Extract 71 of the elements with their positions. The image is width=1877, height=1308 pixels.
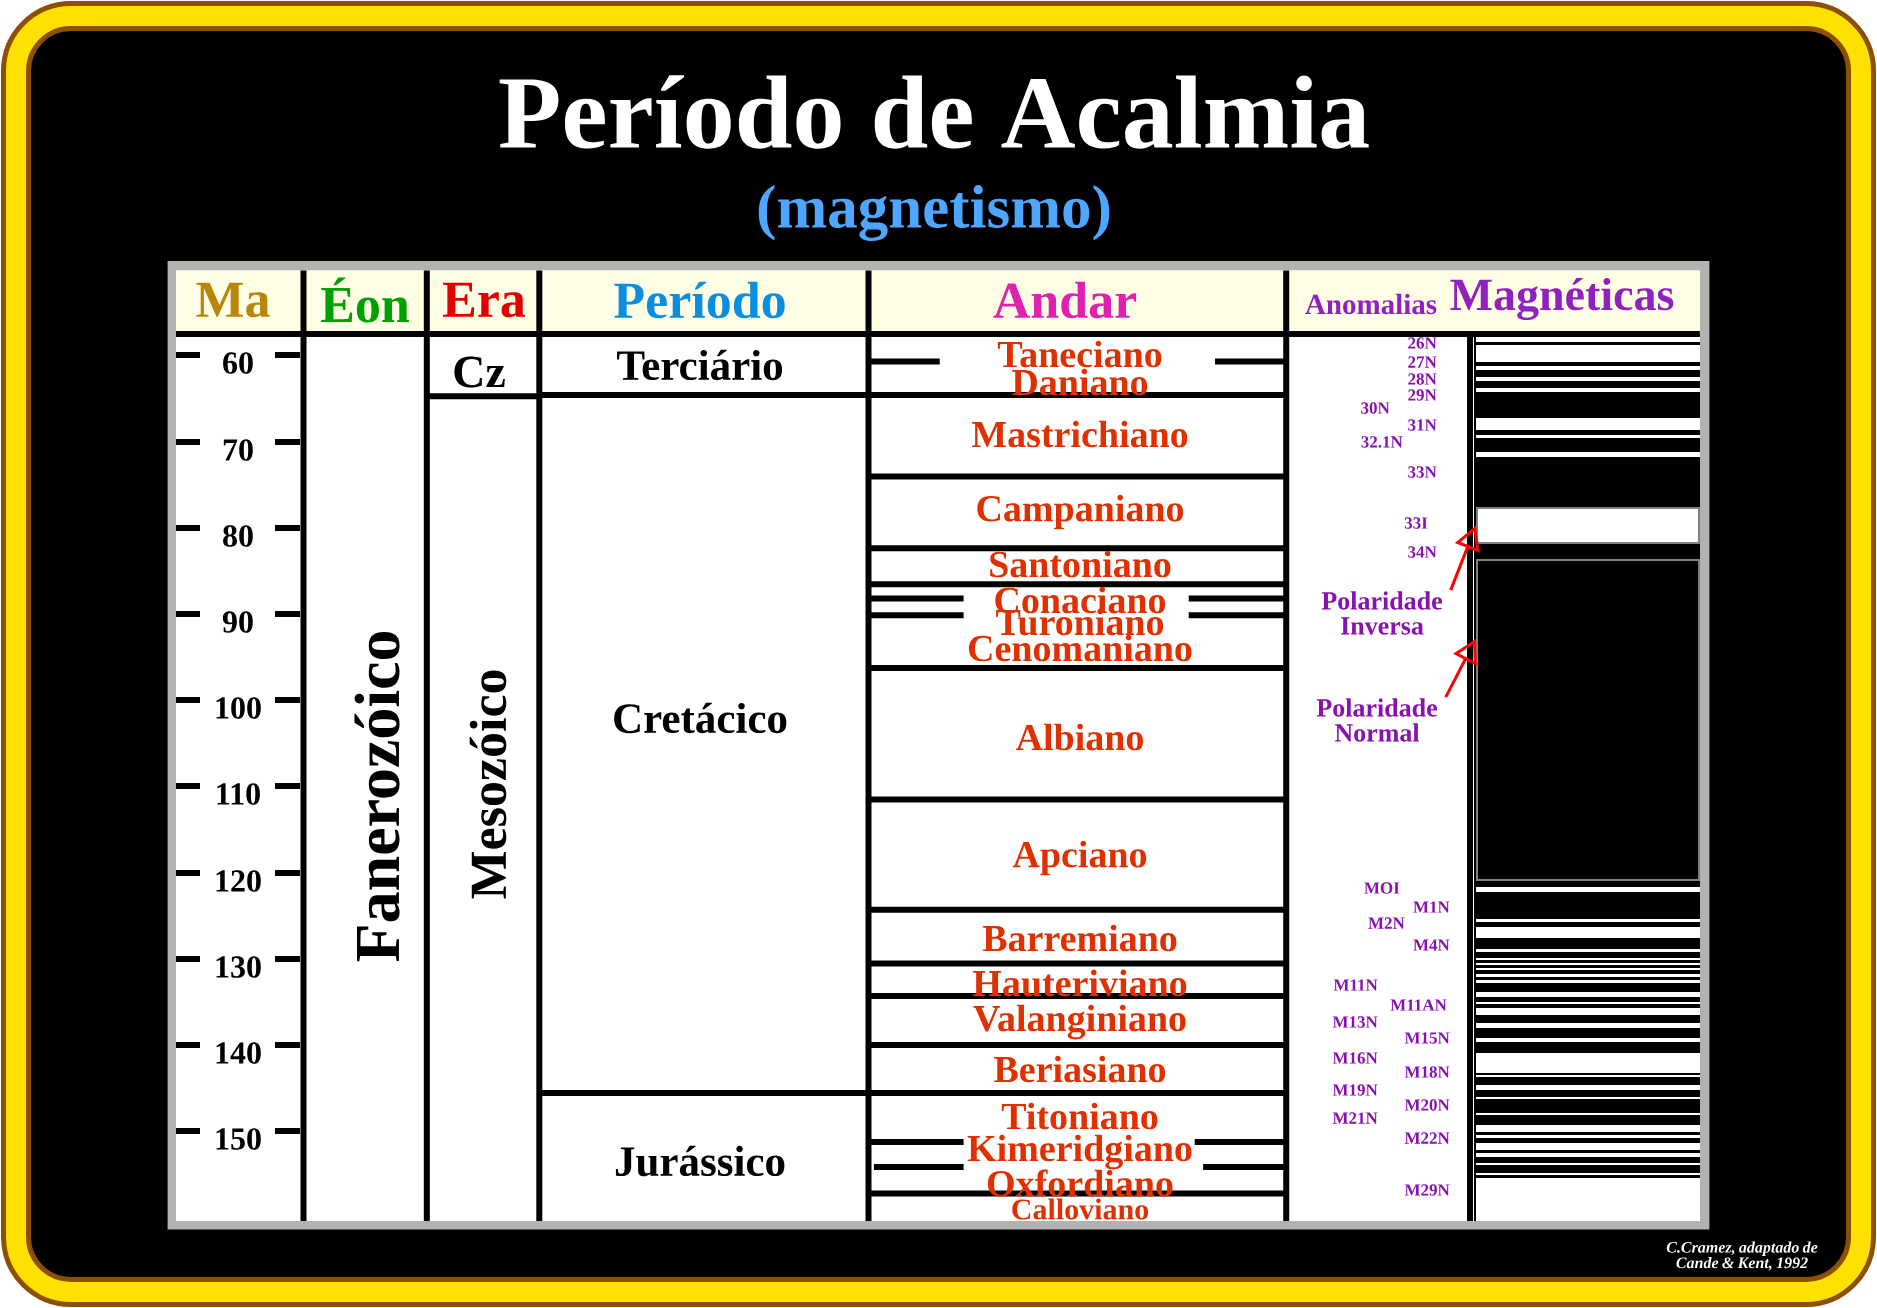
anomaly-label: M16N	[1332, 1052, 1378, 1064]
anomaly-label: M21N	[1332, 1112, 1378, 1124]
age-number: 110	[217, 783, 260, 805]
anomaly-label: 30N	[1361, 402, 1390, 414]
anomaly-label: 27N	[1408, 356, 1437, 368]
stage-label: Albiano	[1015, 723, 1143, 751]
anomaly-label: M19N	[1332, 1084, 1378, 1096]
anomaly-label: 28N	[1408, 373, 1437, 385]
anomaly-label: M15N	[1404, 1032, 1450, 1044]
era-label: Mesozóico	[469, 670, 507, 899]
anomaly-label: MOI	[1364, 882, 1400, 894]
polarity-band	[1476, 559, 1700, 881]
age-number: 150	[216, 1128, 261, 1150]
anomaly-label: M22N	[1404, 1132, 1450, 1144]
annotation-text: Polaridade Inversa	[1321, 591, 1442, 635]
stage-label: Taneciano	[997, 340, 1162, 368]
age-number: 140	[216, 1042, 261, 1064]
anomaly-label: M20N	[1404, 1099, 1450, 1111]
stage-label: Calloviano	[1012, 1198, 1149, 1220]
anomaly-label: M18N	[1404, 1066, 1450, 1078]
polarity-band	[1476, 507, 1700, 544]
stage-label: Cenomaniano	[968, 634, 1192, 662]
era-label: Cz	[454, 356, 505, 388]
age-number: 80	[223, 525, 253, 547]
stage-label: Mastrichiano	[971, 420, 1188, 448]
age-number: 60	[223, 352, 253, 374]
age-number: 120	[216, 870, 261, 892]
anomaly-label: 33I	[1404, 517, 1428, 529]
stage-label: Barremiano	[982, 924, 1177, 952]
anomaly-label: 32.1N	[1361, 436, 1403, 448]
anomaly-label: 26N	[1408, 337, 1437, 349]
anomaly-label: M2N	[1368, 917, 1405, 929]
anomaly-label: M11AN	[1390, 999, 1447, 1011]
anomaly-label: M11N	[1333, 979, 1378, 991]
credit-text: C.Cramez, adaptado de Cande & Kent, 1992	[1666, 1241, 1818, 1271]
stage-label: Daniano	[1012, 368, 1148, 396]
column-header: Magnéticas	[1450, 277, 1674, 321]
age-number: 70	[223, 439, 253, 461]
subtitle: (magnetismo)	[758, 185, 1110, 241]
anomaly-label: M1N	[1413, 901, 1450, 913]
age-number: 100	[216, 697, 261, 719]
stage-label: Kimeridgiano	[967, 1134, 1192, 1170]
eon-label: Fanerozóico	[354, 631, 400, 962]
anomaly-label: 33N	[1408, 466, 1437, 478]
annotation-text: Polaridade Normal	[1316, 698, 1437, 742]
anomaly-label: M29N	[1404, 1184, 1450, 1196]
stage-label: Campaniano	[977, 494, 1184, 530]
stage-label: Beriasiano	[994, 1055, 1166, 1083]
anomaly-label: M13N	[1332, 1016, 1378, 1028]
column-header: Era	[443, 282, 526, 318]
column-header: Andar	[993, 281, 1137, 319]
age-number: 130	[216, 956, 261, 978]
column-header: Ma	[196, 282, 270, 318]
column-header: Período	[614, 281, 785, 319]
stage-label: Titoniano	[1001, 1102, 1158, 1130]
column-header: Éon	[321, 277, 410, 323]
title: Período de Acalmia	[499, 75, 1369, 149]
period-label: Cretácico	[614, 702, 787, 734]
anomaly-label: M4N	[1413, 939, 1450, 951]
anomaly-label: 34N	[1408, 546, 1437, 558]
stage-label: Apciano	[1012, 840, 1147, 876]
anomaly-label: 29N	[1408, 389, 1437, 401]
stage-label: Oxfordiano	[987, 1169, 1173, 1197]
period-label: Jurássico	[615, 1145, 785, 1177]
stage-label: Valanginiano	[973, 1004, 1186, 1040]
age-number: 90	[222, 611, 253, 633]
stage-label: Santoniano	[990, 550, 1171, 578]
stage-label: Hauteriviano	[973, 969, 1187, 997]
column-header: Anomalias	[1305, 293, 1437, 315]
period-label: Terciário	[617, 349, 783, 381]
anomaly-label: 31N	[1408, 419, 1437, 431]
